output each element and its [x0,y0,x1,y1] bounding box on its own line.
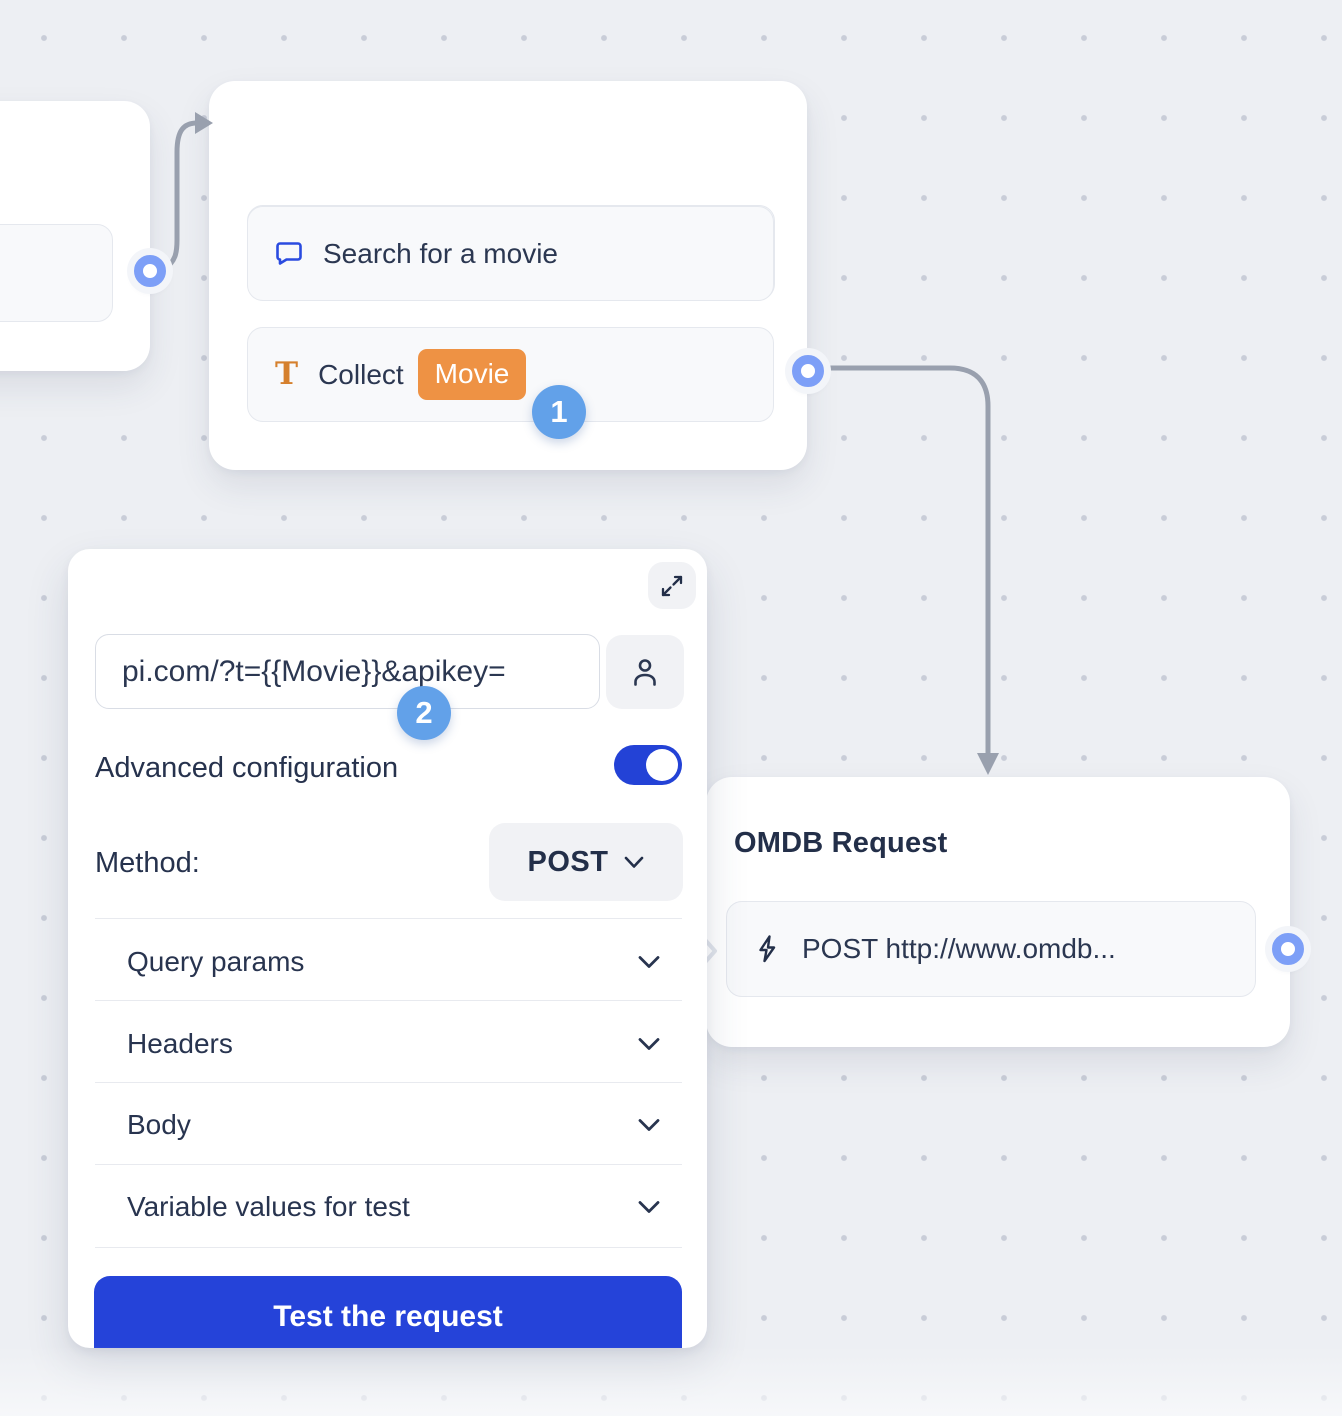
section-query-params[interactable]: Query params [95,922,682,1002]
test-request-button[interactable]: Test the request [94,1276,682,1348]
section-body[interactable]: Body [95,1085,682,1165]
method-value: POST [527,845,609,878]
section-label: Variable values for test [127,1191,410,1222]
search-question-label: Search for a movie [323,237,558,269]
method-label: Method: [95,847,200,879]
chevron-down-icon [638,955,660,969]
section-headers[interactable]: Headers [95,1004,682,1084]
section-label: Query params [127,946,305,977]
person-icon [629,655,661,689]
previous-node-row[interactable] [0,224,113,322]
section-variable-values[interactable]: Variable values for test [95,1167,682,1247]
divider [95,1247,682,1248]
chevron-down-icon [638,1037,660,1051]
divider [95,1082,682,1083]
divider [95,1000,682,1001]
step-badge-2: 2 [397,686,451,740]
omdb-node-title: OMDB Request [734,827,948,859]
arrowhead-down [977,753,999,775]
advanced-configuration-label: Advanced configuration [95,752,399,784]
output-port-previous-node[interactable] [134,255,166,287]
divider [95,918,682,919]
user-variable-button[interactable] [606,635,684,709]
chevron-down-icon [638,1200,660,1214]
divider [95,1164,682,1165]
chevron-down-icon [624,856,644,869]
step-badge-1: 1 [532,385,586,439]
webhook-config-panel[interactable]: Advanced configuration Method: POST Quer… [68,549,707,1348]
chat-bubble-icon [275,240,303,268]
webhook-request-row[interactable]: POST http://www.omdb... [726,901,1256,997]
expand-icon [659,573,685,599]
webhook-request-label: POST http://www.omdb... [802,933,1116,964]
connector-movie-to-omdb [821,365,991,759]
search-question-row[interactable]: Search for a movie [247,206,774,301]
section-label: Body [127,1109,191,1140]
toggle-knob [646,749,678,781]
expand-button[interactable] [648,562,696,609]
url-input[interactable] [95,634,600,709]
omdb-request-node[interactable]: OMDB Request POST http://www.omdb... [697,777,1290,1047]
collect-variable-row[interactable]: T Collect Movie [247,327,774,422]
connector-left-to-movie [160,120,200,273]
advanced-configuration-toggle[interactable] [614,745,682,785]
output-port-omdb-request[interactable] [1272,933,1304,965]
text-variable-icon: T [275,356,299,392]
collect-label: Collect [318,358,404,390]
movie-variable-badge[interactable]: Movie [417,349,527,400]
method-dropdown[interactable]: POST [489,823,683,901]
chevron-down-icon [638,1118,660,1132]
lightning-icon [754,934,782,964]
output-port-movie-search[interactable] [792,355,824,387]
previous-node-card[interactable] [0,101,150,371]
section-label: Headers [127,1028,233,1059]
